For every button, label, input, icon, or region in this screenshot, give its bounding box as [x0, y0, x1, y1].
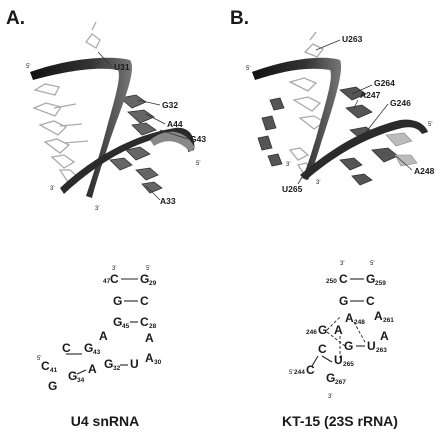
- sub-g34: 34: [77, 377, 85, 384]
- label-a248: A248: [414, 166, 435, 176]
- sub-c41: 41: [50, 367, 58, 374]
- nt-c41: C: [41, 359, 50, 373]
- nt-c47: C: [110, 272, 119, 286]
- end-5prime-right-a: 5': [196, 161, 200, 167]
- sub-u265: 265: [343, 361, 354, 368]
- nt-a261: A: [374, 309, 383, 323]
- nt-a248: A: [345, 311, 354, 325]
- label-g264: G264: [374, 78, 395, 88]
- nt-g246: G: [318, 323, 327, 337]
- end-3prime-left-b: 3': [286, 162, 290, 168]
- caption-u4-snrna: U4 snRNA: [71, 413, 139, 429]
- nt-u263: U: [367, 339, 376, 353]
- nt-g29: G: [140, 272, 149, 286]
- nt-a-right: A: [145, 331, 154, 345]
- backbone-bond: [312, 356, 318, 366]
- label-u263: U263: [342, 34, 363, 44]
- nt-g34: G: [68, 369, 77, 383]
- nt-u: U: [130, 357, 139, 371]
- secondary-structure-b: 3' 5' 250 C G 259 G C A 248 A 261 246 G …: [289, 261, 394, 400]
- backbone-bond: [322, 356, 332, 362]
- nt-g259: G: [366, 272, 375, 286]
- label-g43: G43: [190, 134, 206, 144]
- sub-c244: 244: [294, 369, 305, 376]
- nt-g45: G: [113, 315, 122, 329]
- nt-a-right-b: A: [380, 329, 389, 343]
- sub-c28: 28: [149, 323, 157, 330]
- nt-g267: G: [326, 371, 335, 385]
- nt-c28: C: [140, 315, 149, 329]
- end-3prime-bottom-a: 3': [95, 206, 99, 212]
- nt-c-l1: C: [318, 342, 327, 356]
- secondary-structure-a: 3' 5' 47 C G 29 G C G 45 C 28 A A C G 43…: [37, 266, 162, 393]
- panel-b-3d-structure: [252, 32, 428, 185]
- sub-g246: 246: [306, 329, 317, 336]
- nt-c-left: C: [62, 341, 71, 355]
- nt-g-mid-b: G: [344, 339, 353, 353]
- sub-a261: 261: [383, 317, 394, 324]
- nt-g-pair2: G: [113, 294, 122, 308]
- diagram-b-end-5prime: 5': [370, 261, 374, 267]
- sub-g29: 29: [149, 280, 157, 287]
- sub-g32: 32: [113, 365, 121, 372]
- nt-g32: G: [104, 357, 113, 371]
- label-g32: G32: [162, 100, 178, 110]
- nt-a-b: A: [334, 323, 343, 337]
- nt-u265: U: [334, 353, 343, 367]
- label-a44: A44: [167, 119, 183, 129]
- sub-u263: 263: [376, 347, 387, 354]
- sub-g43: 43: [93, 349, 101, 356]
- end-5prime-top-left-a: 5': [26, 64, 30, 70]
- diagram-b-end-3prime: 3': [340, 261, 344, 267]
- nt-a-top: A: [99, 329, 108, 343]
- nt-c-pair2-b: C: [366, 294, 375, 308]
- sub-a248: 248: [354, 319, 365, 326]
- panel-b: B.: [230, 8, 435, 194]
- sub-g267: 267: [335, 379, 346, 386]
- panel-a: A.: [6, 8, 206, 212]
- end-5prime-top-left-b: 5': [246, 66, 250, 72]
- panel-a-3d-structure: [30, 22, 195, 200]
- nt-a-mid: A: [88, 362, 97, 376]
- nt-g-pair2-b: G: [339, 294, 348, 308]
- panel-a-stick-bases: [34, 22, 100, 182]
- panel-b-letter: B.: [230, 8, 249, 29]
- end-3prime-left-a: 3': [50, 186, 54, 192]
- end-3prime-bottom-b: 3': [316, 180, 320, 186]
- nt-g-bottom-left: G: [48, 379, 57, 393]
- end-5prime-right-b: 5': [428, 122, 432, 128]
- nt-a30: A: [145, 351, 154, 365]
- nt-g43: G: [84, 341, 93, 355]
- sub-a30: 30: [154, 359, 162, 366]
- caption-kt15: KT-15 (23S rRNA): [282, 413, 398, 429]
- nt-c250: C: [339, 272, 348, 286]
- label-u31: U31: [114, 62, 130, 72]
- nt-c-pair2: C: [140, 294, 149, 308]
- panel-b-stick-bases: [290, 32, 324, 174]
- diagram-b-end-5prime-left: 5': [289, 370, 293, 376]
- label-g246: G246: [390, 98, 411, 108]
- label-a33: A33: [160, 196, 176, 206]
- label-u265: U265: [282, 184, 303, 194]
- diagram-b-end-3prime-bottom: 3': [328, 394, 332, 400]
- panel-a-letter: A.: [6, 8, 25, 29]
- sub-g45: 45: [122, 323, 130, 330]
- nt-c244: C: [306, 363, 315, 377]
- sub-c250: 250: [326, 278, 337, 285]
- sub-g259: 259: [375, 280, 386, 287]
- pair-bond: [77, 370, 86, 374]
- label-a247: A247: [360, 90, 381, 100]
